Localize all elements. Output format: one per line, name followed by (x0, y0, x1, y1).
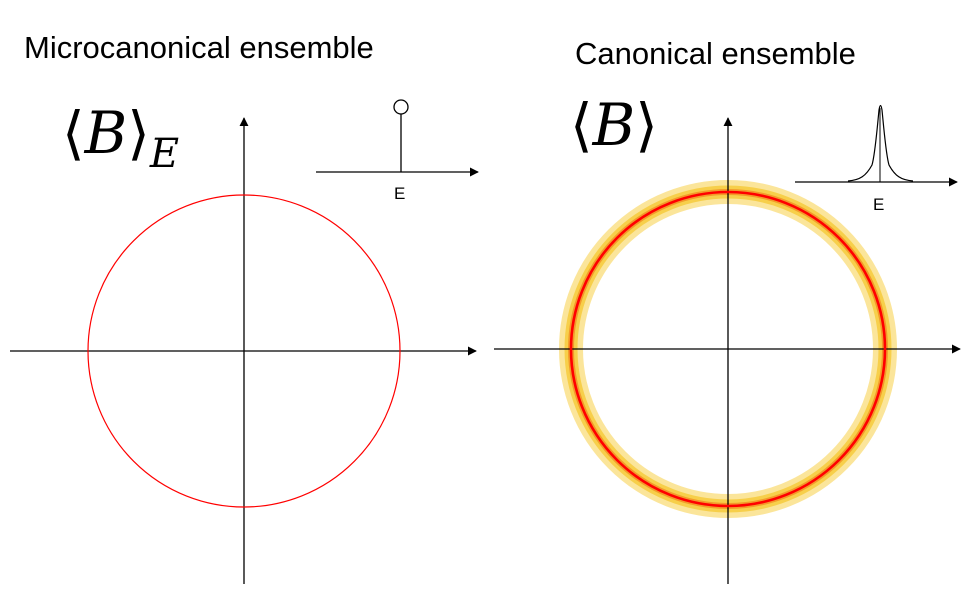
microcanonical-circle (87, 194, 401, 508)
formula-close-bracket: ⟩ (635, 91, 658, 159)
microcanonical-title: Microcanonical ensemble (24, 30, 374, 65)
inset-left-e-label: E (394, 184, 406, 203)
formula-variable: B (592, 91, 636, 159)
formula-open-bracket: ⟨ (570, 91, 593, 159)
formula-open-bracket: ⟨ (62, 99, 85, 167)
delta-distribution-inset (316, 99, 479, 177)
microcanonical-panel (10, 99, 479, 584)
canonical-panel (494, 104, 961, 584)
canonical-average-formula: ⟨B⟩ (570, 96, 658, 154)
formula-close-bracket: ⟩ (127, 99, 150, 167)
delta-spike-circle (393, 99, 409, 115)
canonical-circle (569, 190, 887, 508)
canonical-title: Canonical ensemble (575, 36, 856, 71)
peaked-distribution-curve (847, 104, 914, 182)
peaked-distribution-inset (795, 104, 958, 187)
formula-variable: B (84, 99, 128, 167)
microcanonical-average-formula: ⟨B⟩E (62, 104, 179, 174)
formula-subscript: E (149, 131, 180, 177)
inset-right-e-label: E (873, 195, 885, 214)
